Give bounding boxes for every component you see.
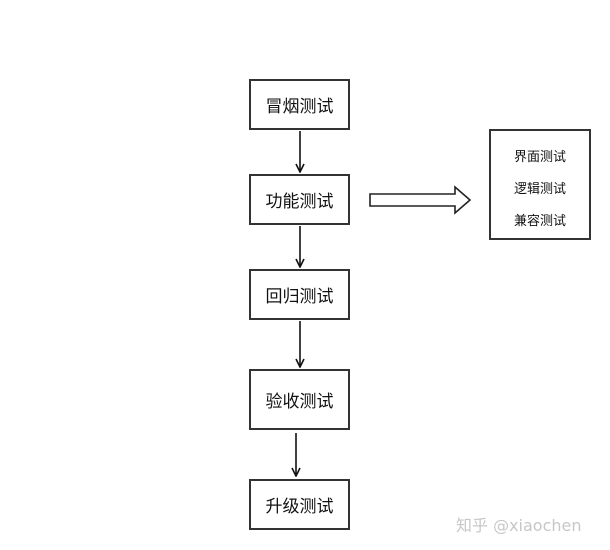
node-regression-test-label: 回归测试 bbox=[265, 287, 334, 307]
node-upgrade-test-label: 升级测试 bbox=[265, 497, 334, 517]
watermark: 知乎 @xiaochen bbox=[456, 516, 582, 535]
node-upgrade-test: 升级测试 bbox=[249, 479, 350, 530]
function-subtypes-box: 界面测试 逻辑测试 兼容测试 bbox=[489, 129, 591, 240]
subtype-compatibility-test: 兼容测试 bbox=[513, 214, 566, 229]
subtype-ui-test: 界面测试 bbox=[513, 150, 566, 165]
node-regression-test: 回归测试 bbox=[249, 269, 350, 320]
subtype-logic-test: 逻辑测试 bbox=[513, 182, 566, 197]
node-smoke-test-label: 冒烟测试 bbox=[265, 97, 334, 117]
node-acceptance-test: 验收测试 bbox=[249, 369, 350, 430]
node-smoke-test: 冒烟测试 bbox=[249, 79, 350, 130]
node-acceptance-test-label: 验收测试 bbox=[265, 392, 334, 412]
block-arrow-function-to-subtypes bbox=[369, 185, 472, 215]
node-function-test: 功能测试 bbox=[249, 174, 350, 225]
node-function-test-label: 功能测试 bbox=[265, 192, 334, 212]
